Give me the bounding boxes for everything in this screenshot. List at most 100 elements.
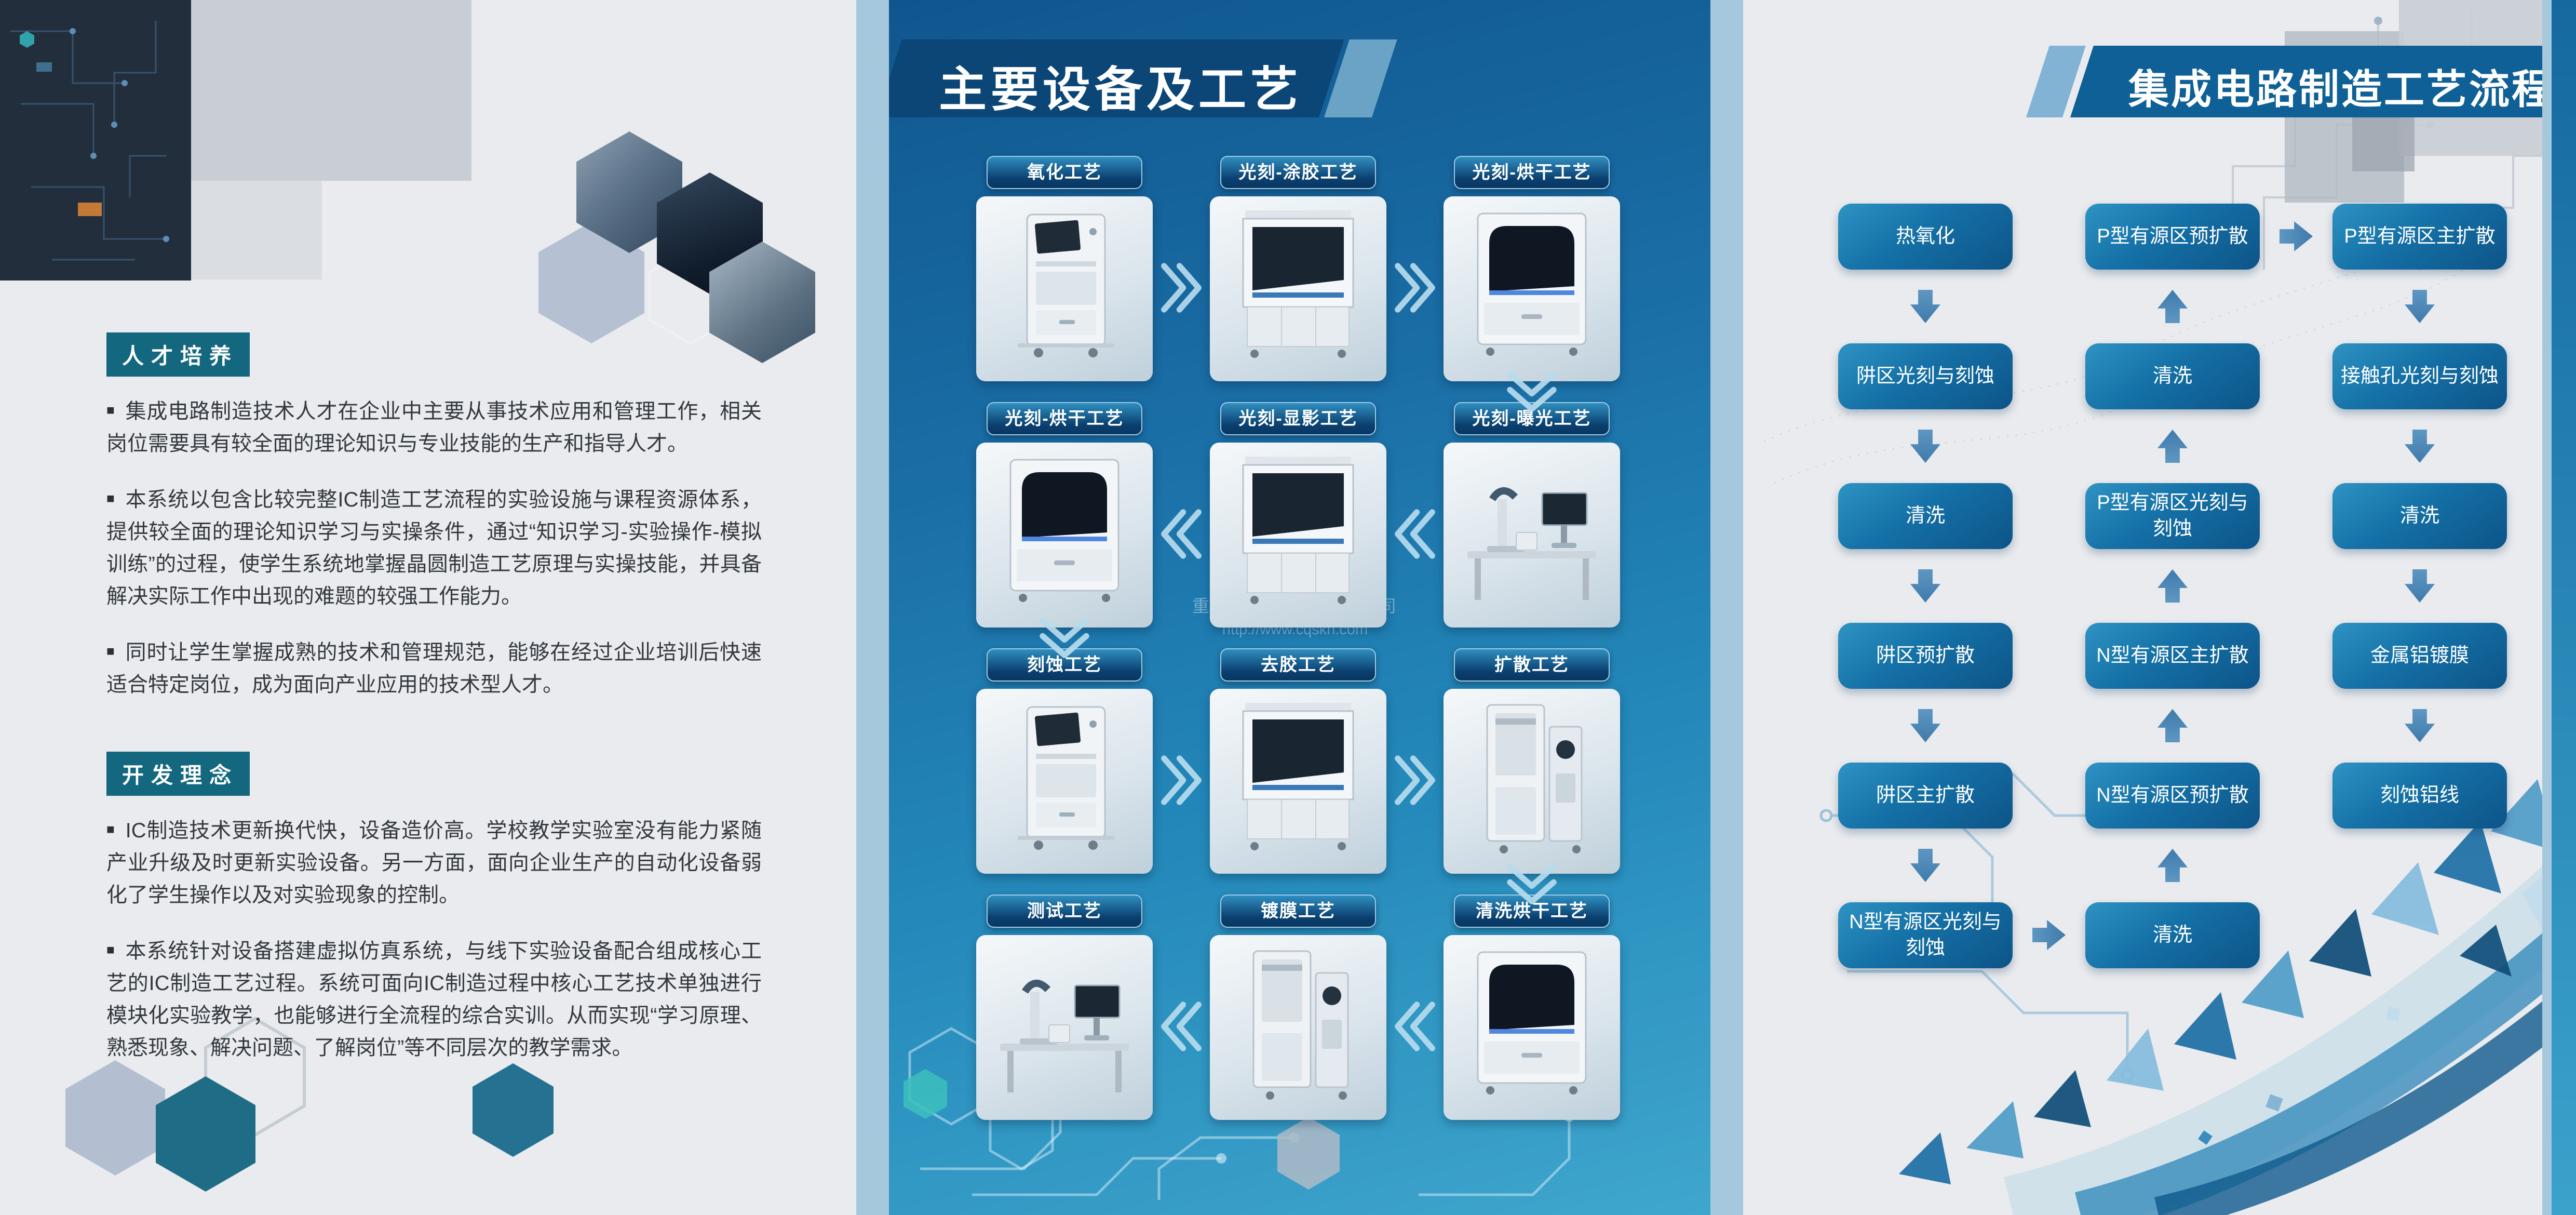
- equipment-cell: 去胶工艺: [1210, 648, 1386, 874]
- flow-step: N型有源区光刻与刻蚀: [1838, 902, 2013, 968]
- equipment-cell: 光刻-烘干工艺: [976, 402, 1153, 627]
- bullet-square-icon: ■: [106, 942, 115, 957]
- equipment-label: 光刻-涂胶工艺: [1220, 156, 1376, 189]
- tower-machine-photo: [1210, 935, 1386, 1120]
- equipment-cell: 刻蚀工艺: [976, 648, 1153, 874]
- chevron-left-icon: [1393, 505, 1437, 563]
- hexagon-shape: [156, 1076, 255, 1192]
- flow-step: 热氧化: [1838, 204, 2013, 270]
- chevron-down-icon: [1035, 616, 1094, 660]
- hood-machine-photo: [1210, 196, 1386, 381]
- flow-arrow-down: [1910, 849, 1940, 882]
- bullet-square-icon: ■: [106, 643, 115, 659]
- equipment-label: 扩散工艺: [1454, 648, 1610, 682]
- flow-step: P型有源区光刻与刻蚀: [2085, 483, 2260, 549]
- fold-divider: [2542, 0, 2552, 1215]
- equipment-label: 光刻-烘干工艺: [987, 402, 1142, 435]
- left-panel: 人才培养 ■集成电路制造技术人才在企业中主要从事技术应用和管理工作，相关岗位需要具…: [0, 0, 856, 1215]
- flow-arrow-up: [2157, 709, 2188, 742]
- flow-step: 阱区预扩散: [1838, 623, 2013, 689]
- chevron-left-icon: [1159, 997, 1203, 1056]
- equipment-cell: 氧化工艺: [976, 156, 1153, 381]
- equipment-label: 测试工艺: [987, 894, 1142, 928]
- flow-step: 金属铝镀膜: [2332, 623, 2507, 689]
- gray-block: [189, 0, 471, 181]
- flow-column-3: P型有源区主扩散接触孔光刻与刻蚀清洗金属铝镀膜刻蚀铝线: [2332, 204, 2507, 829]
- page-edge-strip: [2552, 0, 2576, 1215]
- section-header-2: 开发理念: [106, 752, 250, 796]
- gray-block: [189, 181, 322, 279]
- dome-machine-photo: [1444, 935, 1620, 1120]
- dome-machine-photo: [976, 443, 1153, 627]
- equipment-label: 清洗烘干工艺: [1454, 894, 1610, 928]
- equipment-cell: 光刻-烘干工艺: [1444, 156, 1620, 381]
- intro-paragraph: ■本系统以包含比较完整IC制造工艺流程的实验设施与课程资源体系，提供较全面的理论…: [106, 488, 762, 608]
- flow-arrow-down: [2405, 290, 2435, 323]
- flow-arrow-down: [1910, 709, 1940, 742]
- right-title: 集成电路制造工艺流程: [2128, 66, 2555, 112]
- hexagon-shape: [65, 1060, 165, 1176]
- equipment-cell: 光刻-涂胶工艺: [1210, 156, 1386, 381]
- equipment-cell: 镀膜工艺: [1210, 894, 1386, 1120]
- intro-paragraph: ■同时让学生掌握成熟的技术和管理规范，能够在经过企业培训后快速适合特定岗位，成为…: [106, 641, 762, 696]
- flow-step: 阱区主扩散: [1838, 763, 2013, 829]
- cabinet-machine-photo: [976, 196, 1153, 381]
- intro-paragraph: ■集成电路制造技术人才在企业中主要从事技术应用和管理工作，相关岗位需要具有较全面…: [106, 400, 762, 455]
- intro-paragraph: ■本系统针对设备搭建虚拟仿真系统，与线下实验设备配合组成核心工艺的IC制造工艺过…: [106, 940, 762, 1059]
- middle-panel: 主要设备及工艺 氧化工艺光刻-涂胶工艺光刻-烘干工艺光刻-烘干工艺光刻-显影工艺…: [889, 0, 1710, 1215]
- chevron-right-icon: [1159, 259, 1203, 317]
- equipment-label: 氧化工艺: [987, 156, 1142, 189]
- equipment-cell: 光刻-显影工艺: [1210, 402, 1386, 627]
- intro-text-column: 人才培养 ■集成电路制造技术人才在企业中主要从事技术应用和管理工作，相关岗位需要具…: [106, 332, 762, 1088]
- flow-arrow-down: [1910, 569, 1940, 603]
- bench-machine-photo: [976, 935, 1153, 1120]
- flow-arrow-down: [1910, 290, 1940, 323]
- flow-arrow-up: [2157, 569, 2188, 603]
- flow-arrow-down: [2405, 569, 2435, 603]
- flow-step: N型有源区预扩散: [2085, 763, 2260, 829]
- flow-arrow-down: [1910, 430, 1940, 463]
- equipment-cell: 扩散工艺: [1444, 648, 1620, 874]
- flow-step: 刻蚀铝线: [2332, 763, 2507, 829]
- equipment-cell: 光刻-曝光工艺: [1444, 402, 1620, 627]
- equipment-label: 去胶工艺: [1220, 648, 1376, 682]
- flow-step: N型有源区主扩散: [2085, 623, 2260, 689]
- circuit-board-photo: [0, 0, 191, 281]
- fold-divider: [856, 0, 889, 1215]
- equipment-cell: 测试工艺: [976, 894, 1153, 1120]
- middle-title: 主要设备及工艺: [939, 63, 1303, 116]
- equipment-cell: 清洗烘干工艺: [1444, 894, 1620, 1120]
- flow-arrow-down: [2405, 709, 2435, 742]
- bullet-square-icon: ■: [106, 821, 115, 837]
- dotted-contour-deco: [1763, 222, 2481, 484]
- chevron-left-icon: [1159, 505, 1203, 563]
- chevron-right-icon: [1393, 259, 1437, 317]
- chevron-left-icon: [1393, 997, 1437, 1056]
- flow-arrow-down: [2405, 430, 2435, 463]
- flow-step: 清洗: [2332, 483, 2507, 549]
- chevron-down-icon: [1503, 862, 1561, 906]
- cabinet-machine-photo: [976, 689, 1153, 874]
- hexagon-shape: [473, 1063, 554, 1157]
- flow-step: 接触孔光刻与刻蚀: [2332, 343, 2507, 409]
- flow-step: 清洗: [2085, 902, 2260, 968]
- hood-machine-photo: [1210, 689, 1386, 874]
- flow-step: P型有源区主扩散: [2332, 204, 2507, 270]
- gray-block: [2352, 109, 2415, 171]
- chevron-right-icon: [1159, 751, 1203, 809]
- tower-machine-photo: [1444, 689, 1620, 874]
- chevron-down-icon: [1503, 370, 1561, 413]
- bullet-square-icon: ■: [106, 490, 115, 506]
- fold-divider: [1710, 0, 1743, 1215]
- chevron-right-icon: [1393, 751, 1437, 809]
- flow-arrow-up: [2157, 849, 2188, 882]
- section-header-1: 人才培养: [106, 332, 250, 377]
- intro-paragraph: ■IC制造技术更新换代快，设备造价高。学校教学实验室没有能力紧随产业升级及时更新…: [106, 819, 762, 906]
- bench-machine-photo: [1444, 443, 1620, 627]
- equipment-grid: 氧化工艺光刻-涂胶工艺光刻-烘干工艺光刻-烘干工艺光刻-显影工艺光刻-曝光工艺刻…: [889, 0, 1710, 1215]
- flow-arrow-up: [2157, 290, 2188, 323]
